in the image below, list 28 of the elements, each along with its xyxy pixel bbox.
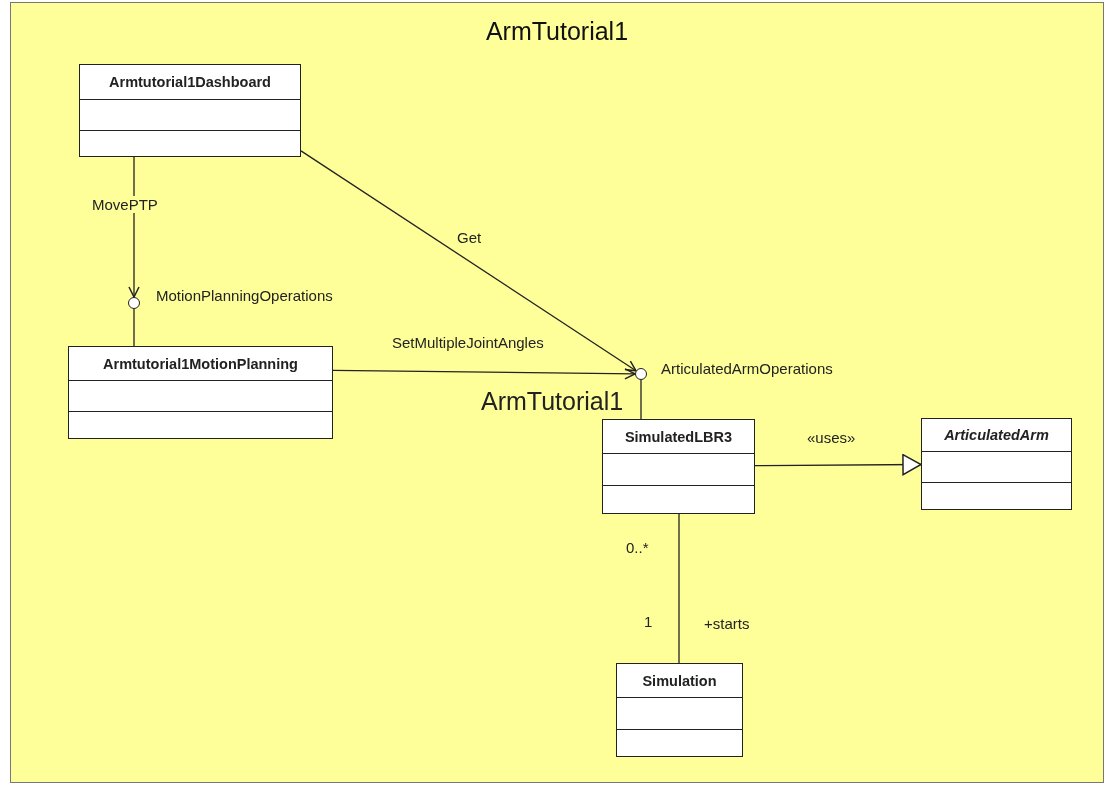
class-name: ArticulatedArm <box>922 419 1071 452</box>
class-name: Armtutorial1Dashboard <box>80 65 300 100</box>
multiplicity-label: 0..* <box>626 539 649 556</box>
class-box <box>68 346 333 439</box>
edge-label: MovePTP <box>91 196 159 213</box>
connector <box>640 379 642 420</box>
interface-lollipop <box>128 297 140 309</box>
class-name: Armtutorial1MotionPlanning <box>69 347 332 381</box>
component-name: ArmTutorial1 <box>481 387 624 416</box>
class-name: Simulation <box>617 664 742 698</box>
connector <box>754 453 922 476</box>
interface-name: MotionPlanningOperations <box>156 287 333 304</box>
connector <box>128 156 140 298</box>
class-box <box>921 418 1072 510</box>
connector <box>300 150 637 372</box>
class-box <box>79 64 301 157</box>
class-box <box>602 419 755 514</box>
interface-name: ArticulatedArmOperations <box>661 360 833 377</box>
package-frame <box>10 2 1104 783</box>
connector <box>133 308 135 347</box>
class-name: SimulatedLBR3 <box>603 420 754 454</box>
interface-lollipop <box>635 368 647 380</box>
connector <box>332 368 636 380</box>
class-box <box>616 663 743 757</box>
package-title: ArmTutorial1 <box>484 17 630 46</box>
multiplicity-label: 1 <box>644 613 653 630</box>
edge-label: SetMultipleJointAngles <box>391 334 545 351</box>
connector <box>678 513 680 664</box>
